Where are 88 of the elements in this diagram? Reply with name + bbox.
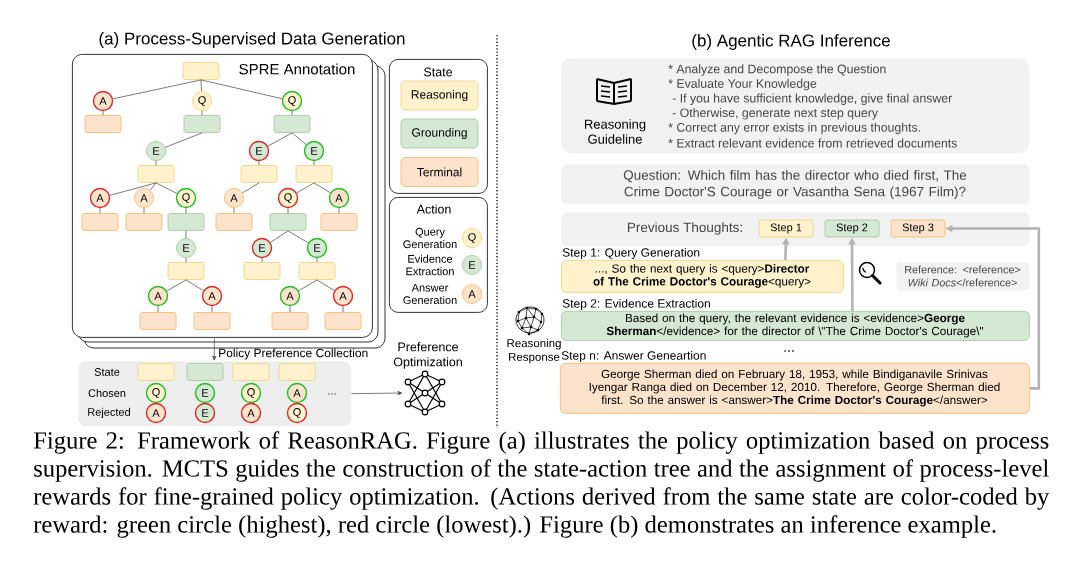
panel-title: (a) Process-Supervised Data Generation (99, 32, 405, 48)
tree-branch (289, 305, 291, 313)
step-box: George Sherman died on February 18, 1953, while Bindiganavile Srinivas Iyengar Ranga died on December 12, 2010. Therefore, George Sherman died first. So the answer is <answer>The Crime Doctor's Courage</answer> (560, 363, 1030, 414)
tree-branch (291, 132, 307, 145)
state-box (278, 363, 316, 381)
tree-branch (316, 257, 318, 263)
step-tag: Step 2 (824, 219, 880, 238)
tree-branch (313, 182, 331, 194)
state-box (295, 165, 333, 183)
state-box (183, 115, 221, 133)
arrow (351, 391, 403, 396)
state-box (125, 213, 163, 231)
state-box (186, 363, 224, 381)
arrow (212, 337, 217, 361)
tree-branch (233, 207, 235, 214)
state-box (167, 262, 205, 280)
tree-branch (185, 279, 204, 291)
state-box (139, 312, 177, 330)
state-box (81, 213, 119, 231)
state-box (193, 312, 231, 330)
tree-branch (211, 305, 213, 313)
tree-branch (149, 182, 157, 191)
icon-caption: Preference Optimization (393, 342, 462, 369)
tree-branch (287, 207, 289, 214)
tree-branch (338, 207, 340, 214)
state-box (182, 62, 220, 80)
state-box (271, 312, 309, 330)
state-box (243, 262, 281, 280)
ellipsis: ... (784, 350, 794, 352)
step-heading: Step 2: Evidence Extraction (562, 298, 710, 311)
state-box (240, 165, 278, 183)
state-box (232, 363, 270, 381)
step-heading: Step 1: Query Generation (562, 247, 700, 260)
tree-branch (342, 305, 344, 313)
state-box: Grounding (400, 118, 479, 149)
state-box (320, 213, 358, 231)
state-box: Terminal (400, 157, 479, 187)
reference-box: Reference: <reference> Wiki Docs</reference> (896, 262, 1030, 291)
tree-branch (200, 79, 283, 100)
step-heading: Step n: Answer Geneartion (561, 350, 706, 363)
tree-branch (166, 279, 187, 292)
tree-branch (102, 110, 104, 116)
state-box (167, 213, 205, 231)
tree-branch (287, 230, 309, 244)
state-box (84, 115, 122, 133)
state-box: Reasoning (400, 80, 479, 111)
step-box: ..., So the next query is <query>Director of The Crime Doctor's Courage<query> (561, 260, 844, 293)
tree-branch (291, 110, 293, 116)
state-box (137, 363, 175, 381)
guideline-panel: Reasoning Guideline * Analyze and Decompose the Question * Evaluate Your Knowledge - If you have sufficient knowledge, give final answer - Otherwise, generate next step query * Correct any error exists in previous thoughts. * Extract relevant evidence from retrieved documents (561, 58, 1030, 154)
tree-branch (261, 257, 263, 263)
tree-branch (316, 279, 335, 291)
state-box (269, 213, 307, 231)
tree-branch (109, 182, 157, 196)
tree-branch (258, 160, 260, 166)
node-label: Query Generation (403, 227, 457, 249)
tree-branch (112, 79, 202, 100)
tree-branch (157, 305, 159, 313)
tree-branch (99, 207, 101, 214)
tree-branch (298, 279, 318, 292)
caption: Figure 2: Framework of ReasonRAG. Figure (a) illustrates the policy optimization based on process supervision. MCTS guides the construction of the state-action tree and the assignment of process-level rewards for fine-grained policy optimization. (Actions derived from the same state are color-coded by reward: green circle (highest), red circle (lowest).) Figure (b) demonstrates an inference example. (33, 431, 1050, 538)
step-tag: Step 1 (758, 219, 814, 238)
tree-branch (200, 79, 202, 92)
tree-branch (185, 207, 187, 214)
tree-branch (143, 207, 145, 214)
tree-branch (185, 257, 187, 263)
edge-label: Policy Preference Collection (219, 348, 368, 360)
step-box: Based on the query, the relevant evidence is <evidence>George Sherman</evidence> for the director of \"The Crime Doctor's Courage\" (561, 311, 1030, 341)
icon-caption: Reasoning Response (507, 338, 561, 364)
tree-branch (313, 160, 315, 166)
state-box (137, 165, 175, 183)
state-box (215, 213, 253, 231)
tree-branch (296, 182, 315, 194)
state-box (324, 312, 362, 330)
tree-branch (242, 182, 260, 194)
node-label: Answer Generation (403, 283, 457, 305)
state-box (273, 115, 311, 133)
tree-branch (185, 230, 187, 239)
tree-branch (201, 110, 203, 116)
question-panel: Question: Which film has the director who died first, The Crime Doctor'S Courage or Vasantha Sena (1967 Film)? (561, 164, 1030, 205)
tree-branch (155, 182, 178, 194)
state-box (298, 262, 336, 280)
tree-branch (164, 132, 203, 148)
node-label: Evidence Extraction (406, 254, 454, 276)
tree-branch (155, 160, 157, 166)
tree-branch (270, 230, 289, 243)
step-tag: Step 3 (890, 219, 946, 238)
tree-branch (267, 132, 293, 147)
